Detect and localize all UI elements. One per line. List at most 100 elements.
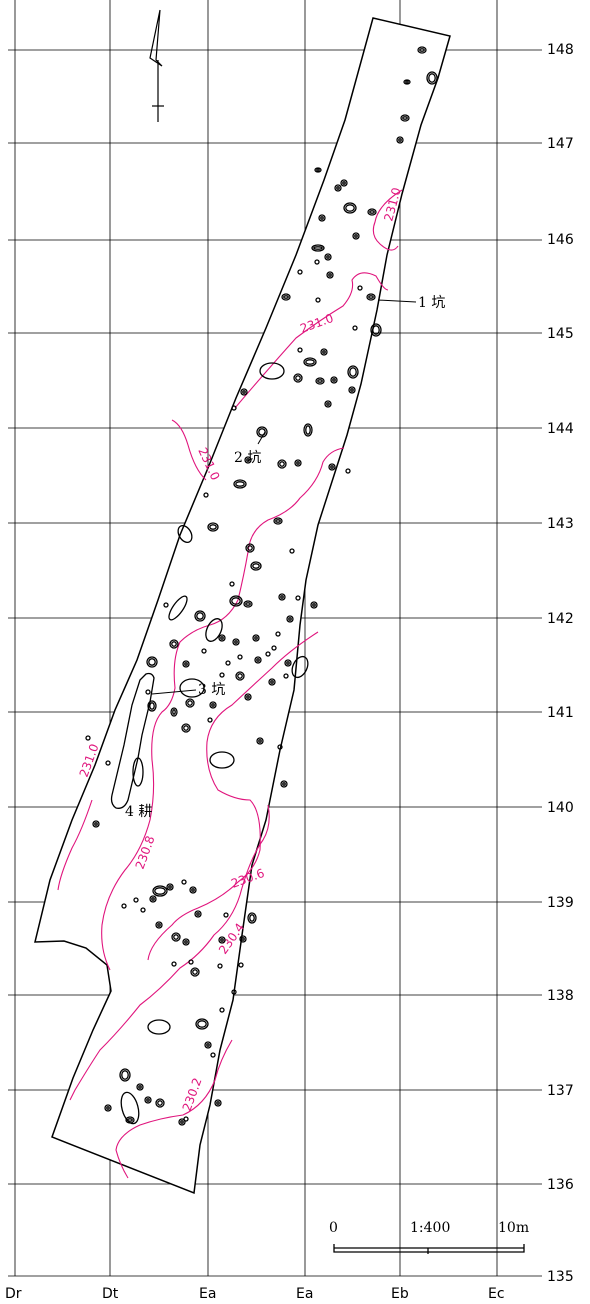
scale-length: 10m: [498, 1220, 529, 1236]
row-label: 136: [547, 1177, 574, 1193]
pit-large: [209, 751, 235, 769]
excavation-area-outline: [34, 17, 451, 1195]
scale-zero: 0: [329, 1220, 338, 1236]
pit-large: [259, 362, 285, 380]
posthole-feature: [189, 886, 197, 894]
posthole-feature: [265, 651, 271, 657]
posthole-inner: [220, 938, 224, 942]
posthole-feature: [315, 297, 321, 303]
row-label: 148: [547, 42, 574, 58]
posthole-feature: [170, 707, 178, 717]
posthole-inner: [106, 1106, 110, 1110]
col-label: Dt: [102, 1286, 119, 1302]
posthole-inner: [398, 138, 402, 142]
posthole-inner: [354, 234, 358, 238]
posthole-feature: [235, 671, 245, 681]
posthole-feature: [145, 689, 151, 695]
pit-large: [177, 524, 193, 544]
posthole-inner: [275, 519, 281, 523]
posthole-feature: [295, 595, 301, 601]
posthole-feature: [155, 921, 163, 929]
posthole-feature: [314, 167, 322, 173]
posthole-inner: [336, 186, 340, 190]
row-labels: 148 147 146 145 144 143 142 141 140 139 …: [547, 42, 574, 1285]
posthole-feature: [146, 656, 158, 668]
contour-231-0-mid: [234, 272, 389, 409]
posthole-inner: [286, 661, 290, 665]
contour-230-6: [147, 631, 319, 961]
col-label: Eb: [391, 1286, 409, 1302]
posthole-feature: [326, 271, 334, 279]
posthole-feature: [238, 962, 244, 968]
scale-bar: 0 1:400 10m: [329, 1220, 529, 1254]
posthole-feature: [311, 244, 325, 252]
posthole-feature: [271, 645, 277, 651]
posthole-inner: [349, 367, 357, 377]
posthole-inner: [191, 888, 195, 892]
north-arrow-icon: [149, 9, 164, 122]
posthole-inner: [332, 378, 336, 382]
row-label: 141: [547, 705, 574, 721]
posthole-feature: [294, 459, 302, 467]
row-label: 135: [547, 1269, 574, 1285]
column-labels: Dr Dt Ea Ea Eb Ec: [5, 1286, 505, 1302]
posthole-feature: [240, 388, 248, 396]
posthole-inner: [246, 695, 250, 699]
posthole-feature: [181, 723, 191, 733]
contour-230-8: [101, 447, 345, 971]
posthole-feature: [181, 879, 187, 885]
posthole-feature: [252, 634, 260, 642]
posthole-feature: [315, 377, 325, 385]
posthole-feature: [194, 910, 202, 918]
posthole-inner: [94, 822, 98, 826]
posthole-feature: [400, 114, 410, 122]
pit-large: [120, 1091, 140, 1125]
scale-ratio: 1:400: [410, 1220, 450, 1236]
posthole-inner: [350, 388, 354, 392]
posthole-inner: [270, 680, 274, 684]
posthole-feature: [283, 673, 289, 679]
posthole-feature: [284, 659, 292, 667]
posthole-inner: [196, 612, 204, 620]
pit-large: [179, 678, 205, 698]
posthole-feature: [155, 1098, 165, 1108]
posthole-feature: [121, 903, 127, 909]
posthole-feature: [324, 253, 332, 261]
posthole-feature: [119, 1068, 131, 1082]
pit-large: [147, 1019, 171, 1035]
contour-lines: [57, 189, 403, 1179]
posthole-inner: [280, 595, 284, 599]
posthole-feature: [209, 701, 217, 709]
posthole-feature: [348, 386, 356, 394]
posthole-inner: [206, 1043, 210, 1047]
pit-large: [132, 757, 144, 787]
posthole-feature: [286, 615, 294, 623]
row-label: 142: [547, 611, 574, 627]
posthole-feature: [243, 600, 253, 608]
posthole-feature: [225, 660, 231, 666]
posthole-feature: [203, 492, 209, 498]
posthole-feature: [334, 184, 342, 192]
posthole-feature: [310, 601, 318, 609]
posthole-inner: [173, 934, 179, 940]
posthole-feature: [229, 595, 243, 607]
posthole-feature: [303, 423, 313, 437]
posthole-feature: [328, 463, 336, 471]
col-label: Dr: [5, 1286, 22, 1302]
posthole-inner: [252, 563, 260, 569]
posthole-feature: [370, 323, 382, 337]
posthole-feature: [268, 678, 276, 686]
posthole-feature: [426, 71, 438, 85]
posthole-feature: [195, 1018, 209, 1030]
posthole-inner: [330, 465, 334, 469]
posthole-inner: [249, 914, 255, 922]
posthole-feature: [247, 912, 257, 924]
posthole-inner: [369, 210, 375, 214]
col-label: Ec: [488, 1286, 505, 1302]
posthole-feature: [233, 479, 247, 489]
posthole-inner: [209, 524, 217, 530]
posthole-feature: [133, 897, 139, 903]
posthole-feature: [204, 1041, 212, 1049]
posthole-inner: [149, 702, 155, 710]
posthole-feature: [219, 1007, 225, 1013]
